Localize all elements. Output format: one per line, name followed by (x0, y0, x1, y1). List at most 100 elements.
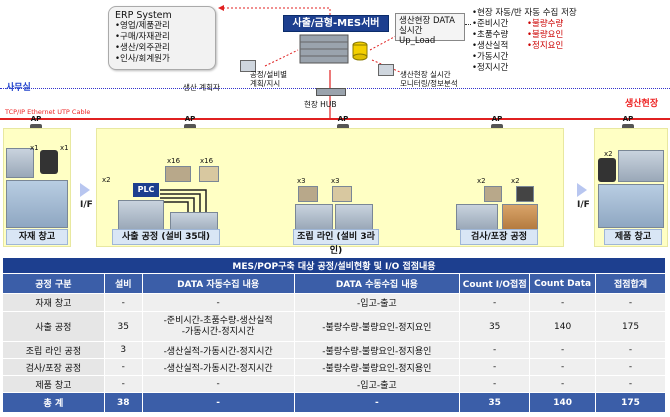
plan-text-line: 공정/설비별 (250, 70, 288, 79)
handheld-terminal-icon (40, 150, 58, 174)
auto-collect-list: •현장 자동/반 자동 수집 저장 •준비시간 •초품수량 •생산실적 •가동시… (472, 8, 602, 84)
multiplier: x2 (477, 177, 486, 185)
sensor-device-icon (199, 166, 219, 182)
hub-icon (316, 88, 346, 96)
column-header: 공정 구분 (2, 273, 105, 294)
table-header-row: 공정 구분 설비 DATA 자동수집 내용 DATA 수동수집 내용 Count… (2, 273, 666, 294)
auto-collect-title: •현장 자동/반 자동 수집 저장 (472, 8, 577, 18)
ap-label: AP (491, 115, 503, 123)
table-cell: 175 (595, 392, 666, 413)
hub-label: 현장 HUB (304, 100, 337, 109)
erp-system-box: ERP System •영업/제품관리 •구매/자재관리 •생산/외주관리 •인… (108, 6, 216, 70)
table-cell: - (529, 358, 597, 376)
column-header: Count Data (529, 273, 597, 294)
table-cell: - (141, 392, 295, 413)
injection-machine-image (118, 200, 164, 230)
area-label-assembly: 조립 라인 (설비 3라인) (293, 229, 379, 256)
erp-item: •인사/회계원가 (115, 54, 170, 64)
multiplier: x3 (331, 177, 340, 185)
multiplier: x16 (167, 157, 181, 165)
table-cell: - (595, 293, 666, 312)
table-row: 제품 창고 - - -입고-출고 - - - (2, 375, 666, 393)
table-cell: -준비시간-초품수량-생산실적 -가동시간-정지시간 (141, 311, 295, 342)
ethernet-cable-line (0, 118, 670, 120)
warehouse-image (598, 184, 664, 228)
table-cell: - (595, 358, 666, 376)
counter-device-icon (484, 186, 502, 202)
table-cell: - (459, 358, 531, 376)
collect-item: •정지요인 (527, 41, 564, 51)
table-cell: - (459, 375, 531, 393)
multiplier: x16 (200, 157, 214, 165)
multiplier: x2 (604, 150, 613, 158)
table-row: 조립 라인 공정 3 -생산실적-가동시간-정지시간 -불량수량-불량요인-정지… (2, 341, 666, 359)
table-cell: -입고-출고 (293, 375, 461, 393)
area-label-material: 자재 창고 (6, 229, 68, 245)
ap-label: AP (337, 115, 349, 123)
worker-image (6, 148, 34, 178)
collect-item: •초품수량 (472, 30, 509, 40)
erp-item: •영업/제품관리 (115, 21, 170, 31)
table-cell: - (529, 293, 597, 312)
monitor-text-line: 생산현장 실시간 (400, 70, 451, 79)
table-cell: -입고-출고 (293, 293, 461, 312)
table-row: 검사/포장 공정 - -생산실적-가동시간-정지시간 -불량수량-불량요인-정지… (2, 358, 666, 376)
table-cell: 제품 창고 (2, 375, 105, 393)
plant-label: 생산현장 (625, 99, 659, 109)
table-total-row: 총 계 38 - - 35 140 175 (2, 392, 666, 413)
warehouse-image (6, 180, 68, 228)
erp-item: •생산/외주관리 (115, 43, 170, 53)
monitor-text-line: 모니터링/정보분석 (400, 79, 458, 88)
table-cell: -생산실적-가동시간-정지시간 (141, 358, 295, 376)
assembly-line-image (335, 204, 373, 230)
ap-label: AP (30, 115, 42, 123)
plan-text-line: 계획/지시 (250, 79, 281, 88)
if-label: I/F (80, 200, 93, 210)
ap-label: AP (622, 115, 634, 123)
connector-line (465, 24, 471, 25)
table-cell: 140 (529, 392, 597, 413)
monitor-pc-icon (378, 64, 394, 76)
server-rack-icon (298, 33, 368, 67)
arrow-icon (80, 183, 90, 197)
packing-boxes-image (502, 204, 538, 230)
multiplier: x2 (511, 177, 520, 185)
monitor-text: 생산현장 실시간 모니터링/정보분석 (400, 70, 458, 88)
plant-data-line2: 실시간 Up_Load (399, 26, 436, 46)
table-cell: -불량수량-불량요인-정지요인 (293, 311, 461, 342)
area-label-injection: 사출 공정 (설비 35대) (112, 229, 220, 245)
table-cell: - (141, 293, 295, 312)
column-header: DATA 자동수집 내용 (141, 273, 295, 294)
table-cell: 자재 창고 (2, 293, 105, 312)
column-header: Count I/O접점 (459, 273, 531, 294)
collect-item: •불량요인 (527, 30, 564, 40)
table-cell: - (529, 341, 597, 359)
worker-image (618, 150, 664, 182)
multiplier: x3 (297, 177, 306, 185)
table-cell: - (595, 375, 666, 393)
mes-server-title: 사출/금형-MES서버 (283, 15, 389, 32)
plant-data-line1: 생산현장 DATA (399, 16, 455, 26)
table-cell: - (459, 293, 531, 312)
planner-pc-icon (240, 60, 256, 72)
equipment-io-table: MES/POP구축 대상 공정/설비현황 및 I/O 접점내용 공정 구분 설비… (2, 257, 666, 413)
collect-item: •가동시간 (472, 52, 509, 62)
erp-item: •구매/자재관리 (115, 32, 170, 42)
table-cell: 38 (103, 392, 143, 413)
area-label-inspection: 검사/포장 공정 (460, 229, 538, 245)
office-label: 사무실 (6, 83, 31, 93)
table-cell: - (529, 375, 597, 393)
plc-box: PLC (133, 183, 159, 197)
table-row: 자재 창고 - - -입고-출고 - - - (2, 293, 666, 312)
table-cell: 140 (529, 311, 597, 342)
table-cell: 3 (103, 341, 143, 359)
table-cell: - (293, 392, 461, 413)
area-label-product: 제품 창고 (604, 229, 662, 245)
sensor-device-icon (332, 186, 352, 202)
table-cell: 총 계 (2, 392, 105, 413)
inspection-line-image (456, 204, 498, 230)
column-header: 접점합계 (595, 273, 666, 294)
assembly-line-image (295, 204, 333, 230)
arrow-icon (577, 183, 587, 197)
plan-text: 공정/설비별 계획/지시 (250, 70, 287, 88)
